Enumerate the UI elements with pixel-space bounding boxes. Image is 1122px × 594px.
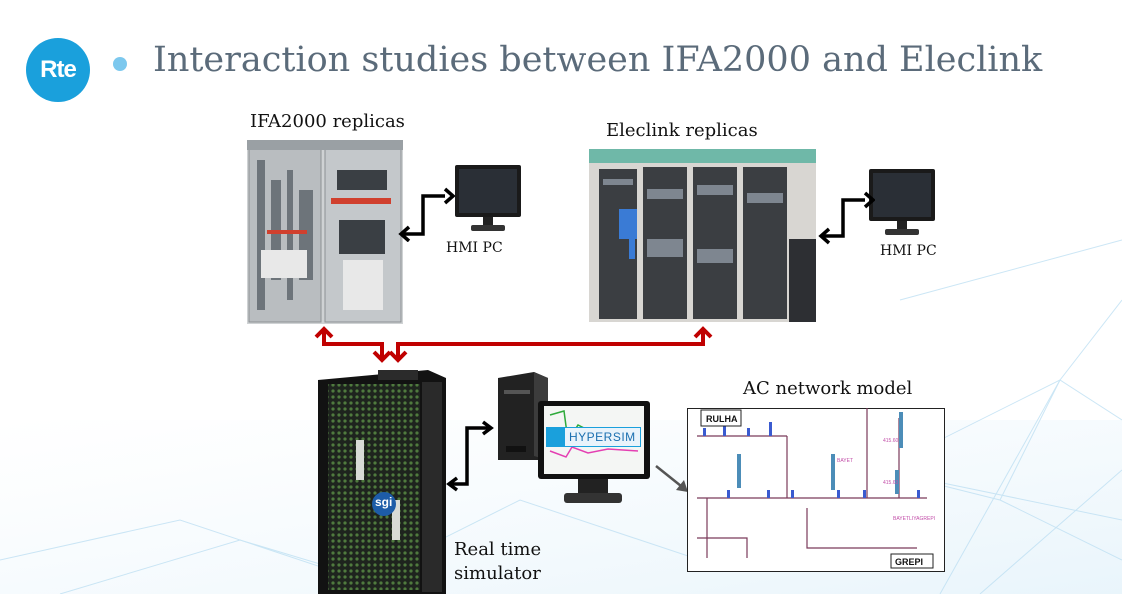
svg-text:BAYETLIYAGREPI: BAYETLIYAGREPI	[893, 516, 935, 522]
hypersim-logo-text: HYPERSIM	[569, 430, 636, 444]
title-bullet	[113, 57, 127, 71]
hmi-left-link-arrow	[398, 187, 455, 242]
svg-text:BAYET: BAYET	[837, 458, 853, 464]
eleclink-racks-image	[589, 149, 816, 322]
hypersim-monitor	[538, 401, 650, 503]
hypersim-logo-icon	[547, 428, 565, 446]
hmi-pc-right-monitor	[869, 169, 935, 235]
red-interconnect-arrows	[314, 326, 713, 363]
svg-text:415.63: 415.63	[883, 480, 899, 486]
rte-logo: Rte	[26, 38, 90, 102]
sgi-brand-text: sgi	[375, 495, 393, 509]
svg-text:415.60: 415.60	[883, 438, 899, 444]
sgi-simulator-rack	[318, 370, 446, 594]
page-title: Interaction studies between IFA2000 and …	[153, 40, 1043, 80]
logo-text: Rte	[40, 56, 77, 83]
ifa2000-cabinet-image	[247, 140, 403, 324]
monitor-to-network-arrow	[655, 465, 688, 492]
node-rulha-text: RULHA	[706, 414, 738, 424]
hmi-pc-left-monitor	[455, 165, 521, 231]
real-time-simulator-label: Real time simulator	[454, 538, 541, 586]
hypersim-logo: HYPERSIM	[546, 427, 641, 447]
hmi-right-link-arrow	[818, 191, 875, 245]
ac-network-label: AC network model	[743, 378, 913, 399]
hmi-pc-left-label: HMI PC	[446, 240, 503, 256]
rt-sim-line1: Real time	[454, 539, 542, 560]
ifa2000-replicas-label: IFA2000 replicas	[250, 111, 405, 132]
node-grepi-text: GREPI	[895, 557, 923, 567]
rt-sim-line2: simulator	[454, 563, 541, 584]
hmi-pc-right-label: HMI PC	[880, 243, 937, 259]
simulator-desktop-link-arrow	[446, 420, 494, 492]
eleclink-replicas-label: Eleclink replicas	[606, 120, 758, 141]
